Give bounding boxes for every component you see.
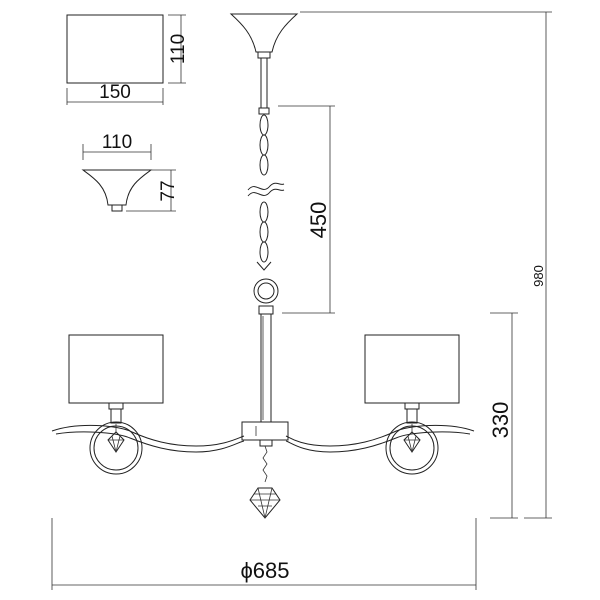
diameter-label: ϕ685 [240,558,289,583]
chain [247,114,285,304]
body-height-dimension: 330 [488,312,518,519]
canopy-detail: 110 77 [81,132,179,212]
left-crystal [107,424,125,453]
chain-length-label: 450 [306,202,331,239]
right-shade [364,334,460,404]
chandelier [51,13,475,519]
shade-height-label: 110 [168,34,189,64]
body-height-label: 330 [488,402,513,439]
shade-detail: 110 150 [66,14,189,105]
canopy-height-label: 77 [158,180,179,201]
right-crystal [403,424,421,453]
total-height-dimension: 980 [300,11,552,519]
left-shade [68,334,164,404]
canopy-width-label: 110 [102,132,132,153]
chain-length-dimension: 450 [278,105,335,314]
diameter-dimension: ϕ685 [51,518,477,590]
center-crystal [249,445,281,519]
shade-width-label: 150 [99,82,131,103]
total-height-label: 980 [531,265,546,287]
